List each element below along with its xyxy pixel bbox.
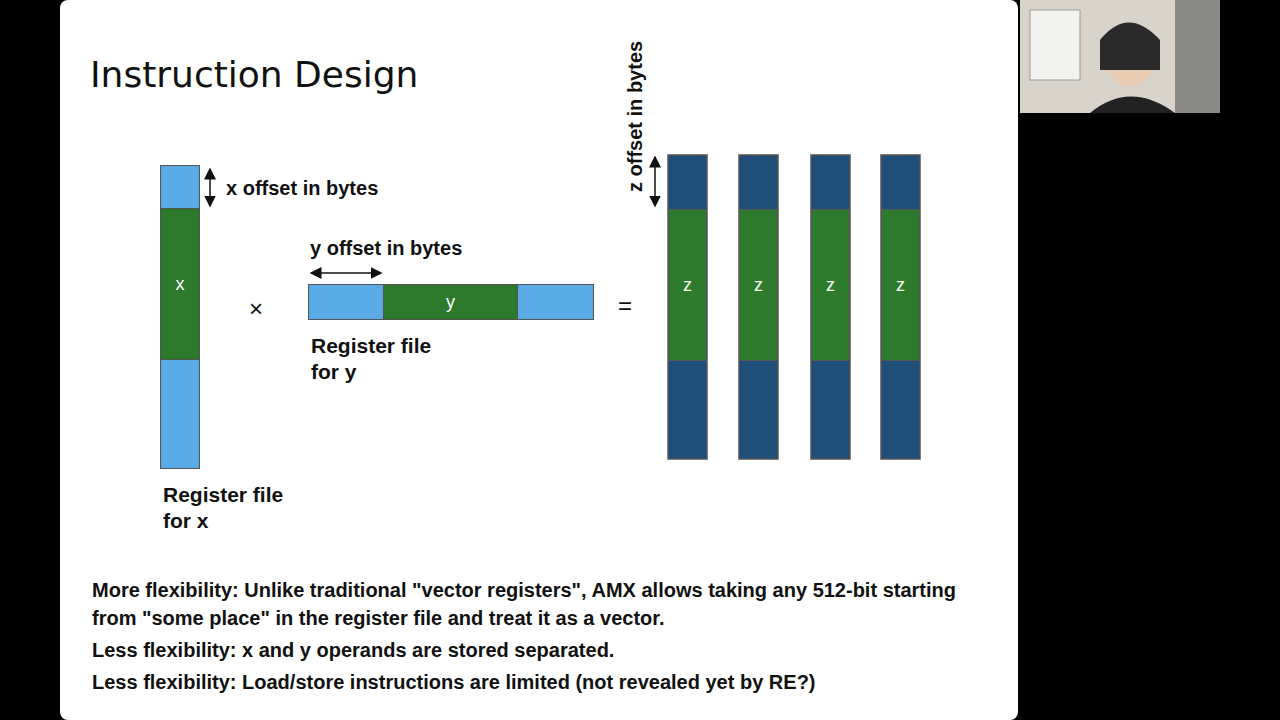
z-vector: z [668, 209, 707, 361]
register-file-label: Register file for y [311, 333, 451, 385]
offset-arrow [311, 272, 381, 274]
operator-symbol: × [249, 295, 263, 323]
slide-title: Instruction Design [90, 54, 418, 95]
bullet-note: Less flexibility: x and y operands are s… [92, 636, 972, 664]
z-vector: z [811, 209, 850, 361]
z-register-column [739, 155, 778, 459]
offset-label: z offset in bytes [621, 42, 649, 192]
vector-label: y [384, 292, 517, 313]
z-register-column [811, 155, 850, 459]
bullet-note: More flexibility: Unlike traditional "ve… [92, 576, 972, 632]
x-vector: x [160, 208, 200, 360]
z-vector: z [739, 209, 778, 361]
y-vector: y [383, 284, 518, 320]
vector-label: z [812, 275, 849, 296]
vector-label: z [882, 275, 919, 296]
vector-label: z [669, 275, 706, 296]
vector-label: z [740, 275, 777, 296]
operator-symbol: = [618, 292, 632, 320]
z-register-column [881, 155, 920, 459]
offset-arrow [209, 169, 211, 206]
bullet-note: Less flexibility: Load/store instruction… [92, 668, 972, 696]
z-vector: z [881, 209, 920, 361]
register-file-x: Register file for xx [160, 165, 200, 469]
offset-arrow [654, 157, 656, 206]
z-register-column [668, 155, 707, 459]
offset-label: y offset in bytes [310, 234, 462, 262]
register-file-y: Register file for yy [308, 284, 594, 320]
webcam-inset [1020, 0, 1220, 113]
vector-label: x [161, 274, 199, 295]
register-file-label: Register file for x [163, 482, 303, 534]
offset-label: x offset in bytes [226, 174, 378, 202]
